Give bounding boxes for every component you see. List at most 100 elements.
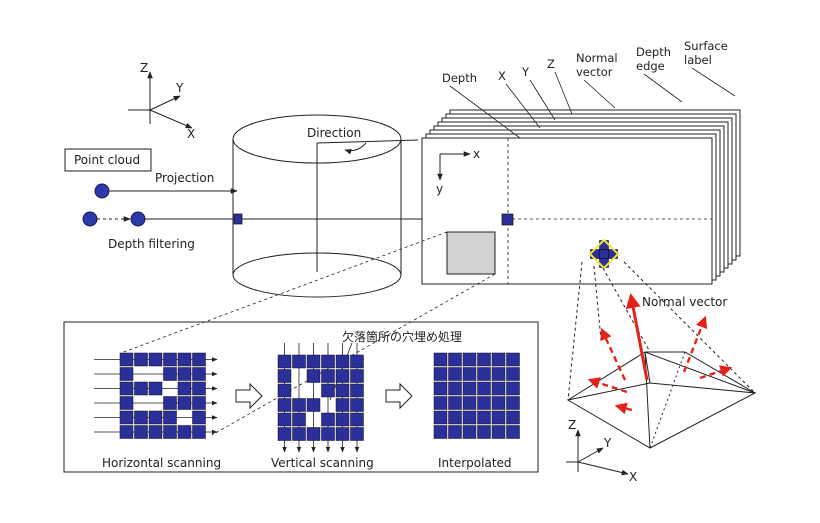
vertical-scanning-grid bbox=[277, 343, 364, 453]
grid-pixel bbox=[177, 396, 192, 410]
grid-pixel bbox=[448, 367, 462, 381]
grid-pixel bbox=[335, 383, 350, 398]
grid-pixel bbox=[448, 425, 462, 439]
grid-pixel bbox=[134, 352, 148, 367]
grid-pixel bbox=[433, 396, 448, 410]
vertical-scanning-label: Vertical scanning bbox=[271, 456, 374, 470]
grid-pixel bbox=[177, 367, 192, 381]
projection-label: Projection bbox=[155, 171, 214, 185]
grid-pixel bbox=[448, 410, 462, 425]
grid-pixel bbox=[163, 410, 177, 425]
grid-pixel bbox=[477, 396, 491, 410]
grid-pixel bbox=[491, 352, 506, 367]
grid-pixel bbox=[119, 410, 134, 425]
grid-pixel bbox=[506, 425, 520, 439]
pyramid bbox=[566, 261, 757, 449]
axis-x-bottom: X bbox=[629, 470, 637, 484]
grid-pixel bbox=[433, 381, 448, 396]
normal-vectors bbox=[587, 293, 733, 415]
depth-filter-point-b bbox=[130, 211, 146, 227]
grid-pixel bbox=[321, 369, 335, 383]
grid-pixel bbox=[462, 425, 477, 439]
grid-pixel bbox=[148, 425, 163, 439]
image-target-pixel bbox=[501, 213, 514, 226]
image-hole-region bbox=[446, 231, 496, 275]
grid-pixel bbox=[277, 354, 292, 369]
axis-y-top: Y bbox=[175, 81, 184, 95]
grid-pixel bbox=[462, 352, 477, 367]
interpolated-label: Interpolated bbox=[438, 456, 512, 470]
grid-pixel bbox=[350, 412, 364, 427]
cylinder-pixel bbox=[233, 213, 243, 225]
grid-pixel bbox=[506, 352, 520, 367]
grid-pixel bbox=[477, 410, 491, 425]
point-cloud-label: Point cloud bbox=[74, 153, 140, 167]
grid-pixel bbox=[192, 367, 206, 381]
grid-pixel bbox=[321, 427, 335, 441]
grid-pixel bbox=[119, 425, 134, 439]
grid-pixel bbox=[491, 396, 506, 410]
zoom-line-upper bbox=[120, 231, 448, 354]
grid-pixel bbox=[177, 425, 192, 439]
grid-pixel bbox=[321, 412, 335, 427]
grid-pixel bbox=[119, 396, 134, 410]
grid-pixel bbox=[335, 369, 350, 383]
grid-pixel bbox=[292, 398, 306, 412]
grid-pixel bbox=[163, 396, 177, 410]
grid-pixel bbox=[477, 367, 491, 381]
grid-pixel bbox=[506, 396, 520, 410]
grid-pixel bbox=[119, 367, 134, 381]
grid-pixel bbox=[277, 398, 292, 412]
grid-pixel bbox=[306, 398, 321, 412]
axes-bottom bbox=[566, 429, 629, 476]
grid-pixel bbox=[350, 354, 364, 369]
grid-pixel bbox=[350, 398, 364, 412]
grid-pixel bbox=[306, 369, 321, 383]
horizontal-scanning-label: Horizontal scanning bbox=[102, 456, 221, 470]
grid-pixel bbox=[433, 367, 448, 381]
cylinder bbox=[232, 114, 419, 298]
projection-point bbox=[94, 183, 110, 199]
grid-pixel bbox=[477, 425, 491, 439]
grid-pixel bbox=[306, 427, 321, 441]
layer-leader bbox=[583, 79, 616, 109]
step-arrow-1 bbox=[235, 382, 263, 410]
cross-pixel-group bbox=[588, 238, 620, 270]
layer-leader bbox=[529, 79, 556, 121]
grid-pixel bbox=[335, 412, 350, 427]
layer-label: Y bbox=[521, 65, 530, 79]
grid-pixel bbox=[350, 383, 364, 398]
grid-pixel bbox=[119, 352, 134, 367]
grid-pixel bbox=[119, 381, 134, 396]
grid-pixel bbox=[491, 367, 506, 381]
zoom-line-lower bbox=[211, 273, 496, 436]
grid-pixel bbox=[192, 396, 206, 410]
layer-leader bbox=[554, 71, 573, 115]
interpolated-grid bbox=[433, 352, 520, 439]
axis-z-top: Z bbox=[140, 61, 148, 75]
cross-pixel bbox=[599, 249, 609, 259]
grid-pixel bbox=[462, 367, 477, 381]
grid-pixel bbox=[163, 425, 177, 439]
grid-pixel bbox=[335, 427, 350, 441]
image-axis-x: x bbox=[473, 147, 480, 161]
image-axis-y: y bbox=[436, 182, 443, 196]
grid-pixel bbox=[292, 412, 306, 427]
horizontal-scanning-grid bbox=[94, 352, 218, 439]
grid-pixel bbox=[292, 354, 306, 369]
grid-pixel bbox=[148, 381, 163, 396]
grid-pixel bbox=[506, 367, 520, 381]
grid-pixel bbox=[350, 369, 364, 383]
grid-pixel bbox=[448, 352, 462, 367]
grid-pixel bbox=[321, 354, 335, 369]
cross-highlight bbox=[588, 238, 620, 270]
image-axes bbox=[437, 151, 471, 181]
depth-filtering-label: Depth filtering bbox=[108, 237, 195, 251]
grid-pixel bbox=[134, 410, 148, 425]
grid-pixel bbox=[148, 410, 163, 425]
grid-pixel bbox=[477, 381, 491, 396]
